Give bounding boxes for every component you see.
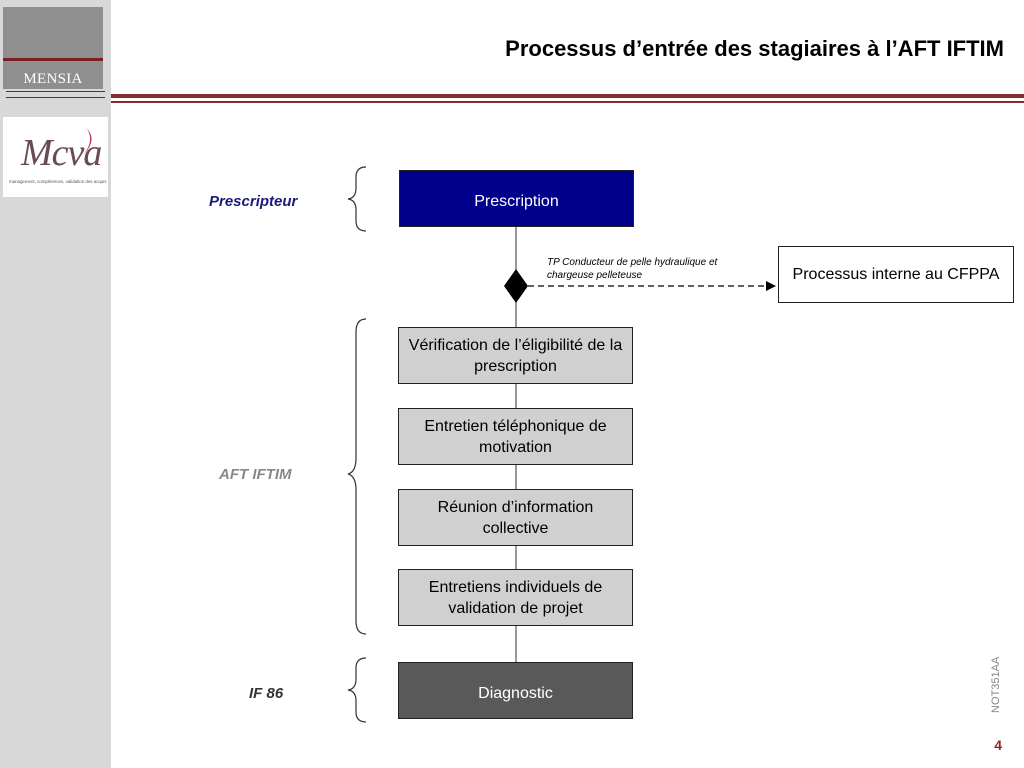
step-entretien-telephonique: Entretien téléphonique de motivation — [398, 408, 633, 465]
branch-target-processus-interne: Processus interne au CFPPA — [778, 246, 1014, 303]
mcva-logo: Mcva management, compétences, validation… — [3, 117, 108, 197]
page-number: 4 — [994, 737, 1002, 753]
mcva-swoosh-icon — [83, 127, 92, 155]
step-diagnostic: Diagnostic — [398, 662, 633, 719]
brace-aft-iftim-icon — [347, 318, 367, 635]
header-divider-thin — [111, 101, 1024, 103]
mcva-logo-text: Mcva — [21, 132, 102, 174]
branch-condition-note: TP Conducteur de pelle hydraulique et ch… — [547, 257, 718, 281]
mensia-logo-text: MENSIA — [23, 71, 83, 87]
step-verification: Vérification de l’éligibilité de la pres… — [398, 327, 633, 384]
mensia-logo-bar — [3, 58, 103, 61]
label-aft-iftim: AFT IFTIM — [219, 466, 292, 483]
label-if86: IF 86 — [249, 685, 284, 702]
document-code: NOT351AA — [990, 656, 1002, 713]
header-divider — [111, 94, 1024, 104]
mensia-underline — [6, 91, 105, 98]
step-prescription: Prescription — [399, 170, 634, 227]
sidebar: MENSIA Mcva management, compétences, val… — [0, 0, 111, 768]
brace-prescripteur-icon — [347, 166, 367, 232]
branch-arrow-head-icon — [766, 281, 776, 291]
page-title: Processus d’entrée des stagiaires à l’AF… — [505, 36, 1004, 61]
header-divider-thick — [111, 94, 1024, 98]
brace-if86-icon — [347, 657, 367, 723]
mcva-tagline: management, compétences, validation des … — [9, 179, 107, 184]
decision-diamond-icon — [504, 269, 528, 303]
step-entretiens-individuels: Entretiens individuels de validation de … — [398, 569, 633, 626]
mensia-logo: MENSIA — [3, 7, 103, 89]
step-reunion-information: Réunion d’information collective — [398, 489, 633, 546]
label-prescripteur: Prescripteur — [209, 193, 298, 210]
